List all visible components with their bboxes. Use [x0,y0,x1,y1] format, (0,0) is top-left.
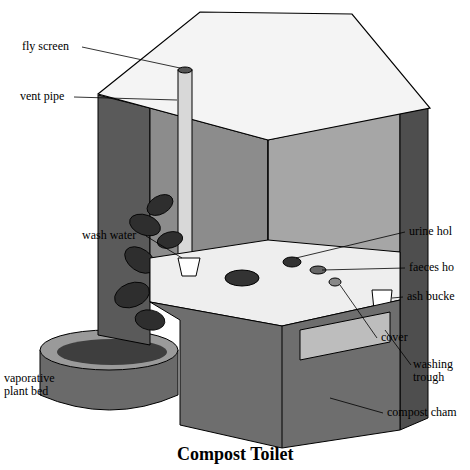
faeces-hole [225,270,259,286]
part-label: fly screen [22,40,69,53]
cover-knob [329,278,341,286]
leader-lines [74,47,411,413]
corner-edge [268,140,269,250]
washing-trough [300,312,390,360]
urine-hole [283,257,301,267]
wash-water-cup [178,258,200,276]
fly-screen [178,67,192,73]
part-label: vent pipe [20,90,64,103]
part-label: vaporative plant bed [4,372,66,398]
part-label: cover [381,331,408,344]
vent-pipe [178,70,192,260]
compost-chamber [150,300,400,448]
roof [98,12,430,140]
part-label: washing trough [413,358,465,384]
part-label: compost cham [387,406,457,419]
figure-caption: Compost Toilet [177,444,294,465]
part-label: ash bucke [407,290,455,303]
part-label: wash water [82,229,136,242]
part-label: faeces ho [409,261,454,274]
chamber-edge [282,326,283,448]
part-label: urine hol [409,225,452,238]
